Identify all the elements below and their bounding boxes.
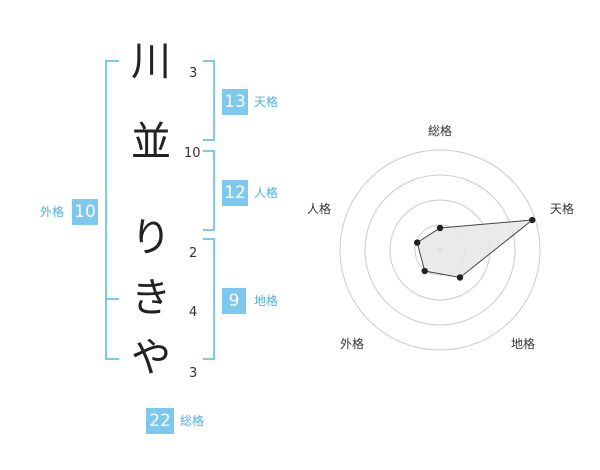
- name-char-4: き: [131, 275, 171, 321]
- tenkaku-value-badge: 13: [222, 89, 248, 115]
- jinkaku-value-badge: 12: [222, 180, 248, 206]
- radar-series-polygon: [416, 219, 534, 279]
- name-char-1: 川: [131, 39, 171, 85]
- soukaku-label: 総格: [180, 414, 205, 428]
- radar-axis-label-tenkaku: 天格: [550, 202, 575, 216]
- radar-point-4: [421, 267, 428, 275]
- stroke-count-3: 2: [189, 246, 198, 261]
- chikaku-value-badge: 9: [222, 288, 246, 314]
- radar-ring: [364, 174, 516, 326]
- radar-axis-label-gaikaku: 外格: [340, 337, 365, 351]
- radar-axis-label-chikaku: 地格: [511, 337, 536, 351]
- name-char-3: り: [131, 215, 171, 261]
- radar-axis-label-soukaku: 総格: [428, 124, 453, 138]
- name-char-2: 並: [131, 119, 171, 165]
- gaikaku-value-badge: 10: [72, 199, 98, 225]
- jinkaku-label: 人格: [254, 186, 279, 200]
- tenkaku-label: 天格: [254, 95, 279, 109]
- chikaku-label: 地格: [254, 294, 279, 308]
- stroke-count-2: 10: [184, 146, 201, 161]
- radar-point-5: [413, 239, 421, 246]
- radar-point-1: [436, 224, 444, 232]
- radar-axis-label-jinkaku: 人格: [307, 202, 332, 216]
- gaikaku-label: 外格: [40, 205, 65, 219]
- radar-point-3: [456, 274, 464, 281]
- stroke-count-5: 3: [189, 366, 198, 381]
- name-char-5: や: [131, 335, 171, 381]
- radar-point-2: [529, 216, 536, 224]
- radar-ring: [339, 149, 541, 351]
- soukaku-value-badge: 22: [146, 408, 174, 434]
- stroke-count-1: 3: [189, 66, 198, 81]
- stroke-count-4: 4: [189, 305, 198, 320]
